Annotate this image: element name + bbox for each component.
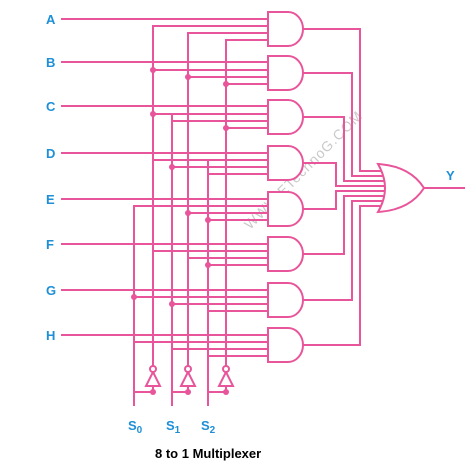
input-label-d: D [46,146,55,161]
and-gate [267,282,304,318]
junction-dots [131,67,229,395]
input-label-a: A [46,12,56,27]
input-label-e: E [46,192,55,207]
s0-inverter [144,369,162,387]
junction-dot [169,301,175,307]
select-label-s0: S0 [128,418,143,436]
junction-dot [205,262,211,268]
junction-dot [223,81,229,87]
junction-dot [185,389,191,395]
route [302,162,387,187]
junction-dot [131,294,137,300]
route [302,200,385,301]
and-gate [267,236,304,272]
inverters [144,365,235,387]
and-gate [267,191,304,227]
junction-dot [205,217,211,223]
input-lines [61,18,269,336]
junction-dot [185,210,191,216]
junction-dot [223,125,229,131]
or-input-routes [302,28,387,346]
input-label-h: H [46,328,55,343]
s1-inverter [179,369,197,387]
or-gate [376,162,426,214]
select-labels: S0 S1 S2 [128,418,216,436]
route [302,72,385,177]
input-label-g: G [46,283,56,298]
route [302,195,386,255]
junction-dot [150,111,156,117]
junction-dot [223,389,229,395]
and-gate [267,55,304,91]
input-label-c: C [46,99,56,114]
junction-dot [150,67,156,73]
and-gate [267,145,304,181]
output-label: Y [446,168,455,183]
input-label-f: F [46,237,54,252]
junction-dot [150,389,156,395]
s2-inverter-bubble [222,365,230,373]
junction-dot [169,164,175,170]
s0-inverter-bubble [149,365,157,373]
route [302,116,386,182]
junction-dot [185,74,191,80]
gate-select-taps [133,25,269,357]
and-gate [267,327,304,363]
route [302,28,384,172]
s1-inverter-bubble [184,365,192,373]
and-gate [267,11,304,47]
route [302,190,387,210]
and-gate [267,99,304,135]
input-label-b: B [46,55,55,70]
s2-inverter [217,369,235,387]
input-labels: A B C D E F G H [46,12,56,343]
select-label-s2: S2 [201,418,216,436]
select-label-s1: S1 [166,418,181,436]
and-gates [267,11,304,363]
route [302,205,384,346]
diagram-caption: 8 to 1 Multiplexer [155,446,261,461]
